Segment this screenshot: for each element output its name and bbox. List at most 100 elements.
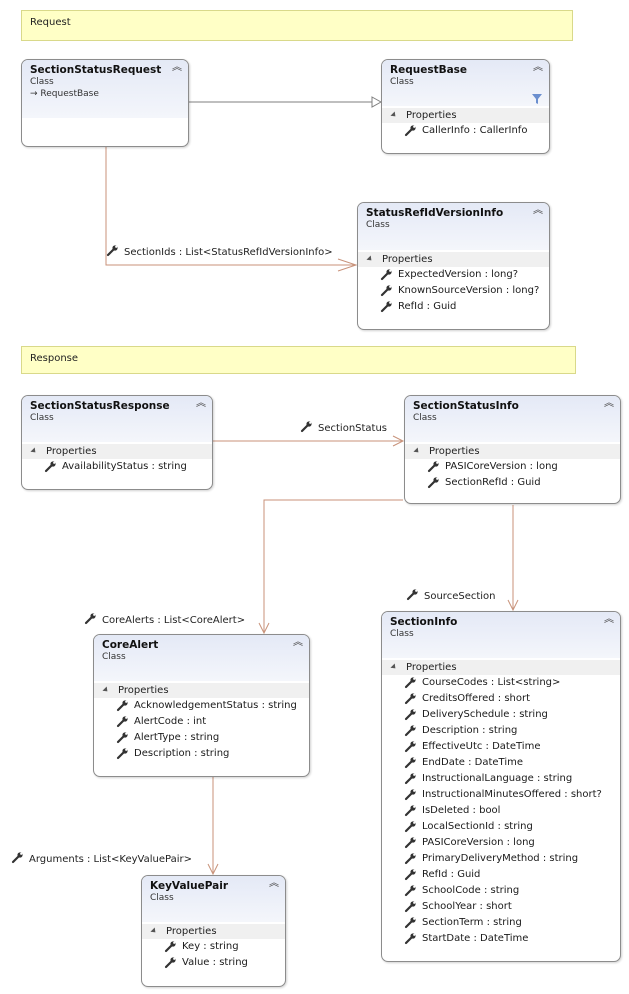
property-text: AcknowledgementStatus : string (134, 700, 297, 711)
expand-triangle-icon[interactable] (390, 111, 398, 119)
property-row[interactable]: RefId : Guid (358, 299, 549, 315)
properties-label: Properties (406, 662, 457, 673)
collapse-chevron-icon[interactable]: ︽ (269, 878, 279, 889)
collapse-chevron-icon[interactable]: ︽ (293, 637, 303, 648)
property-row[interactable]: IsDeleted : bool (382, 803, 620, 819)
class-status-ref-id-version-info[interactable]: StatusRefIdVersionInfo Class ︽ Propertie… (357, 202, 550, 330)
class-kind: Class (413, 413, 437, 423)
property-row[interactable]: KnownSourceVersion : long? (358, 283, 549, 299)
properties-label: Properties (118, 685, 169, 696)
base-class: → RequestBase (30, 89, 180, 99)
property-row[interactable]: StartDate : DateTime (382, 931, 620, 947)
expand-triangle-icon[interactable] (366, 255, 374, 263)
property-row[interactable]: AvailabilityStatus : string (22, 459, 212, 475)
property-row[interactable]: ExpectedVersion : long? (358, 267, 549, 283)
class-header: KeyValuePair Class ︽ (142, 876, 285, 922)
wrench-icon (380, 285, 392, 297)
property-row[interactable]: PASICoreVersion : long (405, 459, 620, 475)
class-key-value-pair[interactable]: KeyValuePair Class ︽ Properties Key : st… (141, 875, 286, 987)
property-text: CourseCodes : List<string> (422, 677, 561, 688)
properties-section-header[interactable]: Properties (405, 444, 620, 459)
class-section-info[interactable]: SectionInfo Class ︽ Properties CourseCod… (381, 611, 621, 962)
properties-section-header[interactable]: Properties (358, 252, 549, 267)
property-row[interactable]: AlertCode : int (94, 714, 309, 730)
expand-triangle-icon[interactable] (102, 686, 110, 694)
wrench-icon (164, 957, 176, 969)
property-row[interactable]: Description : string (94, 746, 309, 762)
property-row[interactable]: Description : string (382, 723, 620, 739)
properties-section-header[interactable]: Properties (382, 660, 620, 675)
property-text: SchoolYear : short (422, 901, 512, 912)
property-row[interactable]: DeliverySchedule : string (382, 707, 620, 723)
properties-section-header[interactable]: Properties (22, 444, 212, 459)
wrench-icon (404, 805, 416, 817)
collapse-chevron-icon[interactable]: ︽ (533, 62, 543, 73)
property-row[interactable]: SchoolCode : string (382, 883, 620, 899)
class-header: SectionStatusRequest Class → RequestBase… (22, 60, 188, 118)
collapse-chevron-icon[interactable]: ︽ (604, 398, 614, 409)
properties-section-header[interactable]: Properties (142, 924, 285, 939)
class-section-status-info[interactable]: SectionStatusInfo Class ︽ Properties PAS… (404, 395, 621, 504)
class-kind: Class (30, 77, 54, 87)
property-list: CallerInfo : CallerInfo (382, 123, 549, 139)
expand-triangle-icon[interactable] (413, 447, 421, 455)
property-row[interactable]: SectionTerm : string (382, 915, 620, 931)
property-row[interactable]: RefId : Guid (382, 867, 620, 883)
property-row[interactable]: CourseCodes : List<string> (382, 675, 620, 691)
wrench-icon (84, 613, 96, 625)
properties-section-header[interactable]: Properties (382, 108, 549, 123)
association-label-section-ids[interactable]: SectionIds : List<StatusRefIdVersionInfo… (106, 245, 333, 258)
property-row[interactable]: AcknowledgementStatus : string (94, 698, 309, 714)
collapse-chevron-icon[interactable]: ︽ (533, 205, 543, 216)
class-section-status-response[interactable]: SectionStatusResponse Class ︽ Properties… (21, 395, 213, 490)
property-row[interactable]: CreditsOffered : short (382, 691, 620, 707)
association-text: SectionStatus (318, 423, 388, 434)
wrench-icon (404, 837, 416, 849)
property-list: ExpectedVersion : long? KnownSourceVersi… (358, 267, 549, 315)
property-row[interactable]: AlertType : string (94, 730, 309, 746)
property-row[interactable]: PASICoreVersion : long (382, 835, 620, 851)
property-list: CourseCodes : List<string> CreditsOffere… (382, 675, 620, 947)
association-label-section-status[interactable]: SectionStatus (300, 421, 387, 434)
class-core-alert[interactable]: CoreAlert Class ︽ Properties Acknowledge… (93, 634, 310, 777)
property-row[interactable]: Key : string (142, 939, 285, 955)
property-row[interactable]: PrimaryDeliveryMethod : string (382, 851, 620, 867)
association-label-arguments[interactable]: Arguments : List<KeyValuePair> (11, 852, 192, 865)
property-row[interactable]: LocalSectionId : string (382, 819, 620, 835)
property-text: AlertCode : int (134, 716, 207, 727)
class-header: SectionStatusResponse Class ︽ (22, 396, 212, 442)
class-request-base[interactable]: RequestBase Class ︽ Properties CallerInf… (381, 59, 550, 154)
association-label-core-alerts[interactable]: CoreAlerts : List<CoreAlert> (84, 613, 245, 626)
property-text: PASICoreVersion : long (445, 461, 558, 472)
expand-triangle-icon[interactable] (30, 447, 38, 455)
core-alerts-arrowhead (258, 622, 270, 635)
source-section-arrowhead (507, 599, 519, 612)
class-title: CoreAlert (102, 639, 159, 651)
association-label-source-section[interactable]: SourceSection (406, 589, 496, 602)
expand-triangle-icon[interactable] (390, 663, 398, 671)
properties-section-header[interactable]: Properties (94, 683, 309, 698)
class-section-status-request[interactable]: SectionStatusRequest Class → RequestBase… (21, 59, 189, 147)
wrench-icon (404, 125, 416, 137)
property-row[interactable]: CallerInfo : CallerInfo (382, 123, 549, 139)
expand-triangle-icon[interactable] (150, 927, 158, 935)
property-list: PASICoreVersion : long SectionRefId : Gu… (405, 459, 620, 491)
wrench-icon (164, 941, 176, 953)
property-row[interactable]: InstructionalLanguage : string (382, 771, 620, 787)
filter-icon[interactable] (532, 94, 542, 104)
association-text: Arguments : List<KeyValuePair> (29, 854, 192, 865)
property-row[interactable]: SchoolYear : short (382, 899, 620, 915)
wrench-icon (300, 421, 312, 433)
properties-label: Properties (382, 254, 433, 265)
collapse-chevron-icon[interactable]: ︽ (196, 398, 206, 409)
collapse-chevron-icon[interactable]: ︽ (604, 614, 614, 625)
property-row[interactable]: Value : string (142, 955, 285, 971)
property-row[interactable]: InstructionalMinutesOffered : short? (382, 787, 620, 803)
property-row[interactable]: EffectiveUtc : DateTime (382, 739, 620, 755)
collapse-chevron-icon[interactable]: ︽ (172, 62, 182, 73)
inherits-arrow-icon: → (30, 89, 38, 99)
property-row[interactable]: SectionRefId : Guid (405, 475, 620, 491)
property-text: PrimaryDeliveryMethod : string (422, 853, 579, 864)
wrench-icon (404, 725, 416, 737)
property-row[interactable]: EndDate : DateTime (382, 755, 620, 771)
